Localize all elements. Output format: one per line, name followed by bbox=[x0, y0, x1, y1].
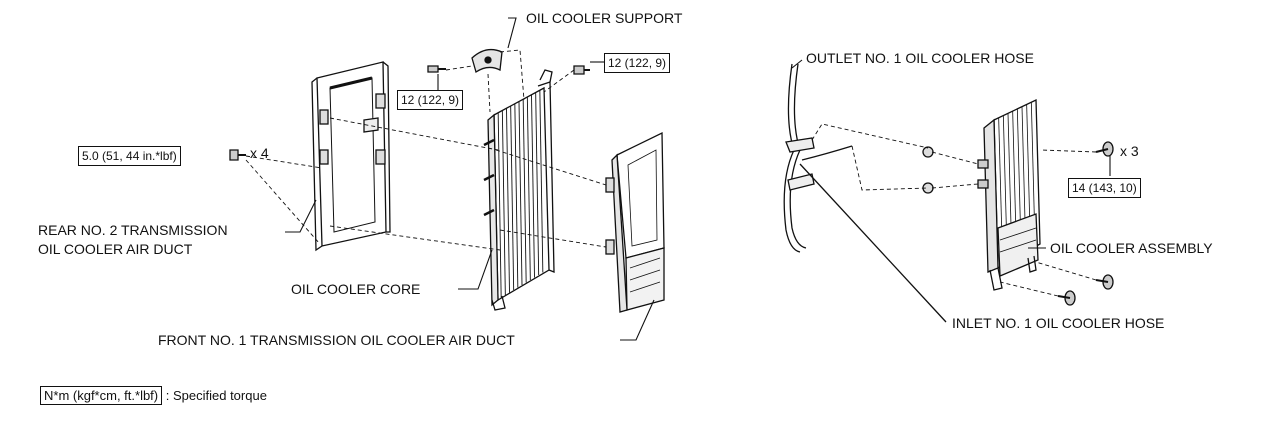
clip-upper bbox=[922, 146, 934, 158]
front-air-duct-part bbox=[605, 131, 665, 313]
label-front-duct: FRONT NO. 1 TRANSMISSION OIL COOLER AIR … bbox=[158, 332, 515, 348]
legend-description: : Specified torque bbox=[165, 388, 267, 403]
torque-box-duct-screws: 5.0 (51, 44 in.*lbf) bbox=[78, 146, 181, 166]
rear-air-duct-part bbox=[311, 61, 391, 252]
label-outlet-hose: OUTLET NO. 1 OIL COOLER HOSE bbox=[806, 50, 1034, 66]
duct-screw bbox=[229, 149, 246, 161]
label-inlet-hose: INLET NO. 1 OIL COOLER HOSE bbox=[952, 315, 1165, 331]
assembly-guide-lines-left bbox=[245, 49, 607, 251]
multiplier-duct-screws: x 4 bbox=[250, 145, 269, 161]
label-rear-duct-line2: OIL COOLER AIR DUCT bbox=[38, 241, 193, 257]
label-oil-cooler-assembly: OIL COOLER ASSEMBLY bbox=[1050, 240, 1213, 256]
oil-cooler-hoses-part bbox=[783, 63, 947, 323]
support-bolt-left bbox=[427, 65, 446, 73]
oil-cooler-support-part bbox=[471, 48, 503, 74]
torque-box-support-left: 12 (122, 9) bbox=[397, 90, 464, 110]
leader-lines-left bbox=[285, 17, 655, 341]
support-bolt-right bbox=[573, 65, 590, 75]
torque-legend: N*m (kgf*cm, ft.*lbf) : Specified torque bbox=[40, 386, 267, 405]
leader-lines-right bbox=[791, 59, 1111, 249]
label-oil-cooler-core: OIL COOLER CORE bbox=[291, 281, 421, 297]
torque-box-assembly-bolts: 14 (143, 10) bbox=[1068, 178, 1141, 198]
assembly-bolt-mid bbox=[1095, 274, 1114, 290]
assembly-bolt-bottom bbox=[1057, 290, 1076, 306]
label-oil-cooler-support: OIL COOLER SUPPORT bbox=[526, 10, 683, 26]
assembly-bolt-top bbox=[1095, 141, 1114, 157]
multiplier-assembly-bolts: x 3 bbox=[1120, 143, 1139, 159]
oil-cooler-assembly-part bbox=[977, 98, 1041, 291]
torque-box-support-right: 12 (122, 9) bbox=[604, 53, 671, 73]
assembly-guide-lines-right bbox=[811, 123, 1097, 297]
legend-unit-box: N*m (kgf*cm, ft.*lbf) bbox=[40, 386, 163, 405]
oil-cooler-core-part bbox=[483, 69, 555, 311]
label-rear-duct-line1: REAR NO. 2 TRANSMISSION bbox=[38, 222, 228, 238]
